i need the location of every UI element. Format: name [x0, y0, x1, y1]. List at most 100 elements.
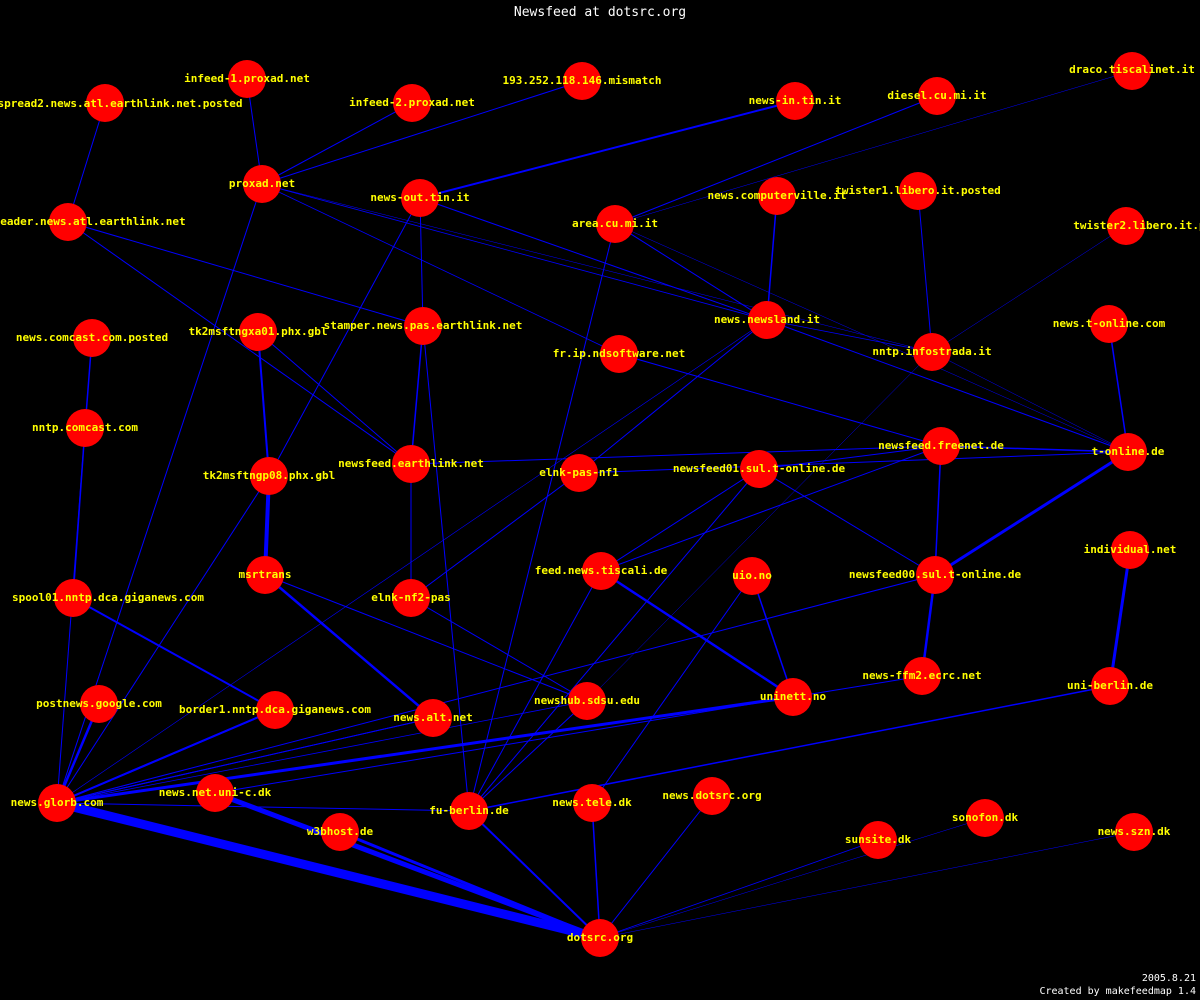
edge-sonofon-dotsrc	[599, 817, 986, 939]
node-feedtiscali	[582, 552, 620, 590]
edge-spread2-spreader	[67, 102, 106, 223]
label-infeed2: infeed-2.proxad.net	[349, 96, 475, 109]
label-w3bhost: w3bhost.de	[307, 825, 374, 838]
footer: 2005.8.21 Created by makefeedmap 1.4	[1039, 972, 1196, 998]
edge-w3bhost-dotsrc	[339, 830, 601, 940]
node-twister2	[1107, 207, 1145, 245]
node-ip193	[563, 62, 601, 100]
node-nf00sul	[916, 556, 954, 594]
node-individual	[1111, 531, 1149, 569]
node-stamper	[404, 307, 442, 345]
edge-diesel-area	[614, 95, 938, 225]
edge-freenet-feedtiscali	[600, 445, 942, 572]
label-newsout: news-out.tin.it	[370, 191, 469, 204]
label-border1: border1.nntp.dca.giganews.com	[179, 703, 371, 716]
edge-newsout-newsland	[419, 197, 768, 321]
label-glorb: news.glorb.com	[11, 796, 104, 809]
edge-giganews01-border1	[72, 597, 276, 711]
node-tonlinenews	[1090, 305, 1128, 343]
label-freenet: newsfeed.freenet.de	[878, 439, 1004, 452]
edge-szn-dotsrc	[599, 831, 1135, 939]
label-infostrada: nntp.infostrada.it	[872, 345, 991, 358]
node-comcastposted	[73, 319, 111, 357]
edge-elnknf2-newshub	[410, 597, 588, 702]
label-ffm2: news-ffm2.ecrc.net	[862, 669, 981, 682]
edge-unic-dotsrc	[212, 790, 603, 941]
footer-credit: Created by makefeedmap 1.4	[1039, 986, 1196, 997]
label-tonlinenews: news.t-online.com	[1053, 317, 1166, 330]
edge-feedtiscali-uninett	[600, 569, 794, 699]
label-newsland: news.newsland.it	[714, 313, 820, 326]
edge-msrtrans-newshub	[264, 574, 588, 702]
node-newsland	[748, 301, 786, 339]
label-elnknf1: elnk-pas-nf1	[539, 466, 619, 479]
edge-nf01sul-nf00sul	[758, 468, 936, 576]
label-proxad: proxad.net	[229, 177, 295, 190]
edge-glorb-nf00sul	[56, 574, 936, 804]
node-tele	[573, 784, 611, 822]
node-tonline	[1109, 433, 1147, 471]
edge-area-newsland	[614, 223, 768, 321]
edge-fuberlin-glorb	[56, 802, 470, 812]
node-spreader	[49, 203, 87, 241]
edge-proxad-fripnd	[261, 183, 620, 355]
edge-nntpcomcast-giganews01	[72, 427, 86, 599]
node-nfearthlink	[392, 445, 430, 483]
edge-glorb-newsland	[56, 319, 768, 804]
edge-ip193-proxad	[261, 80, 583, 185]
node-diesel	[918, 77, 956, 115]
node-tk2p08	[250, 457, 288, 495]
node-unic	[196, 774, 234, 812]
edge-area-tonline	[614, 223, 1129, 453]
label-tk2p08: tk2msftngp08.phx.gbl	[203, 469, 335, 482]
node-glorb	[38, 784, 76, 822]
edge-newsland-elnknf1	[578, 319, 768, 474]
node-ffm2	[903, 657, 941, 695]
edge-newsout-stamper	[419, 197, 424, 327]
edge-newsland-infostrada	[766, 319, 933, 353]
node-tk2a01	[239, 313, 277, 351]
edge-fripnd-freenet	[618, 353, 942, 447]
node-newshub	[568, 682, 606, 720]
label-tele: news.tele.dk	[552, 796, 632, 809]
node-area	[596, 205, 634, 243]
label-computerville: news.computerville.it	[707, 189, 846, 202]
label-msrtrans: msrtrans	[239, 568, 292, 581]
label-spread2: spread2.news.atl.earthlink.net.posted	[0, 97, 243, 110]
edge-glorb-newshub	[56, 700, 588, 804]
label-newsin: news-in.tin.it	[749, 94, 842, 107]
label-dotsrcnews: news.dotsrc.org	[662, 789, 761, 802]
label-spreader: spreader.news.atl.earthlink.net	[0, 215, 186, 228]
edge-nfearthlink-freenet	[410, 445, 942, 465]
label-area: area.cu.mi.it	[572, 217, 658, 230]
graph-title: Newsfeed at dotsrc.org	[513, 5, 687, 20]
edge-newsout-tk2p08	[268, 197, 421, 477]
label-nf01sul: newsfeed01.sul.t-online.de	[673, 462, 846, 475]
label-nntpcomcast: nntp.comcast.com	[32, 421, 138, 434]
node-uiono	[733, 557, 771, 595]
label-nfearthlink: newsfeed.earthlink.net	[338, 457, 484, 470]
edge-uiono-uninett	[751, 575, 794, 698]
edge-elnknf1-elnknf2	[410, 472, 580, 599]
node-nntpcomcast	[66, 409, 104, 447]
edge-feedtiscali-fuberlin	[468, 570, 602, 812]
edge-freenet-tonline	[940, 445, 1129, 453]
label-twister1: twister1.libero.it.posted	[835, 184, 1001, 197]
label-elnknf2: elnk-nf2-pas	[371, 591, 450, 604]
edge-infeed2-proxad	[261, 102, 413, 185]
edge-tonline-nf00sul	[934, 450, 1129, 577]
label-individual: individual.net	[1084, 543, 1177, 556]
node-dotsrcnews	[693, 777, 731, 815]
label-fripnd: fr.ip.ndsoftware.net	[553, 347, 685, 360]
edge-tk2a01-nfearthlink	[257, 331, 412, 465]
node-newsin	[776, 82, 814, 120]
edge-spreader-stamper	[67, 221, 424, 327]
edge-msrtrans-newsalt	[264, 574, 434, 719]
node-spread2	[86, 84, 124, 122]
node-w3bhost	[321, 813, 359, 851]
node-msrtrans	[246, 556, 284, 594]
edge-stamper-fuberlin	[422, 325, 470, 812]
label-uiono: uio.no	[732, 569, 772, 582]
edge-sunsite-dotsrc	[599, 839, 879, 939]
